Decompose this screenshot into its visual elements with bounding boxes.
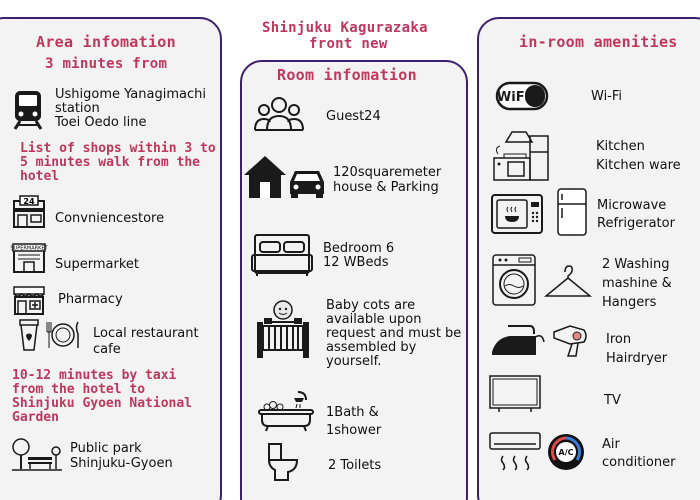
wifi-logo-text: WiFi xyxy=(497,90,529,105)
park-label-line-2: Shinjuku-Gyoen xyxy=(70,456,173,471)
amenities-header: in-room amenities xyxy=(519,33,678,51)
ac-badge-text: A/C xyxy=(559,448,574,457)
pharmacy-icon xyxy=(12,285,46,315)
kitchen-icon xyxy=(490,130,552,182)
washing-machine-icon xyxy=(491,254,537,306)
toilets-label: 2 Toilets xyxy=(328,458,382,473)
house-label-line-2: house & Parking xyxy=(333,180,439,195)
title-line-1: Shinjuku Kagurazaka xyxy=(262,20,428,36)
shops-title-line-1: List of shops within 3 to xyxy=(20,141,216,156)
coffee-cup-icon xyxy=(17,318,41,352)
taxi-title-line-3: Shinjuku Gyoen National xyxy=(12,396,193,411)
bath-label-line-2: 1shower xyxy=(326,423,382,438)
restaurant-label-line-1: Local restaurant xyxy=(93,326,199,341)
taxi-title-line-4: Garden xyxy=(12,410,59,425)
microwave-label-line-2: Refrigerator xyxy=(597,216,675,231)
house-icon xyxy=(244,156,286,198)
baby-cot-line-4: assembled by xyxy=(326,340,417,355)
area-header: Area infomation xyxy=(36,33,176,51)
bedroom-label-line-1: Bedroom 6 xyxy=(323,241,395,256)
supermarket-sign: SUPERMARKET xyxy=(10,246,48,252)
bedroom-label-line-2: 12 WBeds xyxy=(323,255,389,270)
baby-cot-line-2: available upon xyxy=(326,312,422,327)
store-sign: 24 xyxy=(23,197,35,206)
baby-cot-icon xyxy=(257,298,309,358)
ac-label-line-1: Air xyxy=(602,437,620,452)
plate-cutlery-icon xyxy=(45,320,81,348)
baby-cot-line-3: request and must be xyxy=(326,326,462,341)
refrigerator-icon xyxy=(556,188,588,238)
toilet-icon xyxy=(267,442,301,482)
restaurant-label-line-2: cafe xyxy=(93,342,121,357)
iron-label-line-2: Hairdryer xyxy=(606,351,668,366)
taxi-title-line-1: 10-12 minutes by taxi xyxy=(12,368,177,383)
park-label-line-1: Public park xyxy=(70,441,142,456)
ac-label-line-2: conditioner xyxy=(602,455,676,470)
wifi-icon: WiFi xyxy=(496,82,548,110)
station-line-1: Ushigome Yanagimachi xyxy=(55,87,206,102)
bathtub-icon xyxy=(258,390,314,432)
wifi-label: Wi-Fi xyxy=(591,89,623,104)
shops-title-line-2: 5 minutes walk from the xyxy=(20,155,201,170)
guests-label: Guest24 xyxy=(326,109,381,124)
microwave-icon xyxy=(491,194,543,236)
car-icon xyxy=(290,171,324,198)
station-line-3: Toei Oedo line xyxy=(55,115,147,130)
tv-label: TV xyxy=(604,393,621,408)
ac-remote-icon: A/C xyxy=(548,434,584,470)
convenience-store-icon: 24 xyxy=(12,195,46,229)
kitchen-label-line-2: Kitchen ware xyxy=(596,158,681,173)
room-header: Room infomation xyxy=(277,66,417,84)
supermarket-label: Supermarket xyxy=(55,257,139,272)
washing-label-line-2: mashine & xyxy=(602,276,672,291)
tv-icon xyxy=(489,375,541,413)
baby-cot-line-1: Baby cots are xyxy=(326,298,416,313)
baby-cot-line-5: yourself. xyxy=(326,354,382,369)
hairdryer-icon xyxy=(550,322,590,358)
guests-icon xyxy=(253,96,305,134)
bath-label-line-1: 1Bath & xyxy=(326,405,379,420)
station-line-2: station xyxy=(55,101,100,116)
microwave-label-line-1: Microwave xyxy=(597,198,667,213)
convenience-store-label: Convniencestore xyxy=(55,211,165,226)
park-icon xyxy=(12,437,62,471)
shops-title-line-3: hotel xyxy=(20,169,60,184)
kitchen-label-line-1: Kitchen xyxy=(596,139,645,154)
title-line-2: front new xyxy=(309,36,388,52)
iron-label-line-1: Iron xyxy=(606,332,632,347)
washing-label-line-1: 2 Washing xyxy=(602,257,670,272)
hanger-icon xyxy=(544,264,592,300)
bed-icon xyxy=(251,233,313,277)
air-conditioner-icon xyxy=(489,432,541,472)
washing-label-line-3: Hangers xyxy=(602,295,657,310)
iron-icon xyxy=(492,318,546,355)
minutes-from: 3 minutes from xyxy=(45,56,168,72)
house-label-line-1: 120squaremeter xyxy=(333,165,442,180)
taxi-title-line-2: from the hotel to xyxy=(12,382,146,397)
supermarket-icon: SUPERMARKET xyxy=(10,242,49,274)
pharmacy-label: Pharmacy xyxy=(58,292,123,307)
train-icon xyxy=(12,91,44,130)
